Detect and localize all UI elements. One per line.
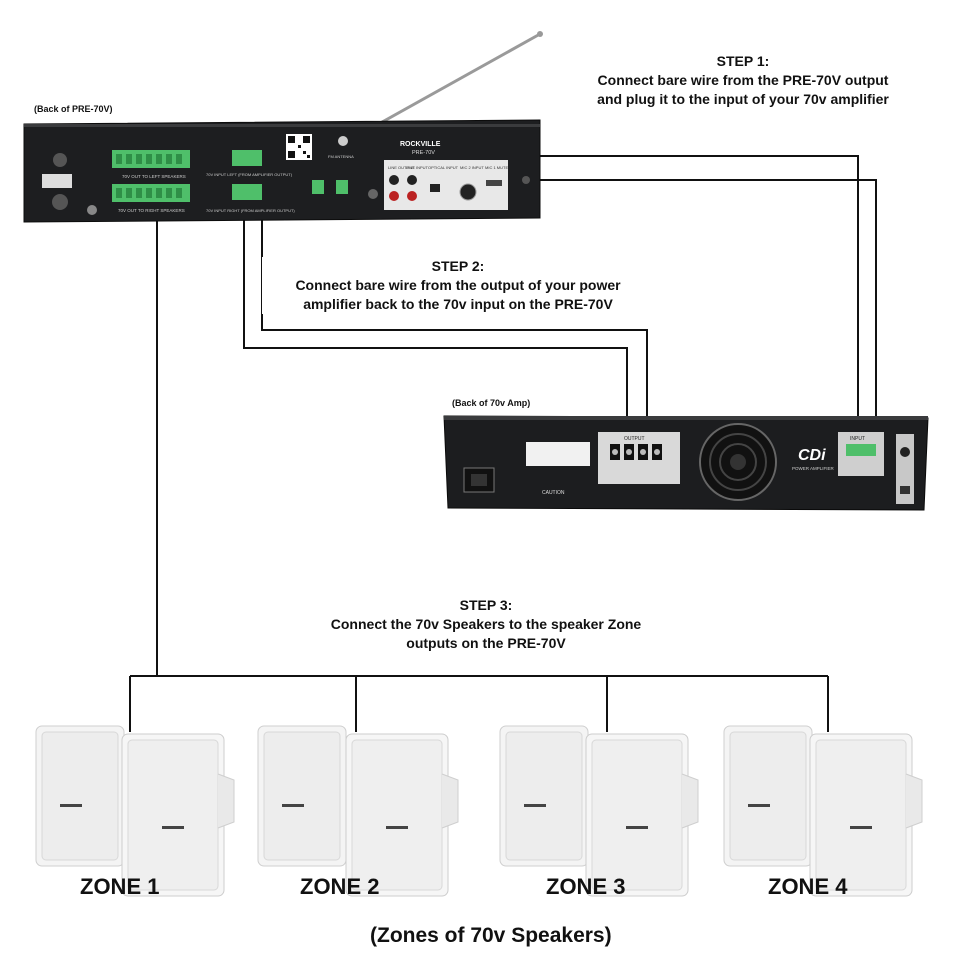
label-amp-output: OUTPUT <box>624 436 645 442</box>
step1-line2: and plug it to the input of your 70v amp… <box>597 91 889 107</box>
amp-label-plate <box>526 442 590 466</box>
label-fm-antenna: FM ANTENNA <box>328 154 354 159</box>
label-right-speakers: 70V OUT TO RIGHT SPEAKERS <box>118 208 185 213</box>
amp-input-terminal <box>846 444 876 456</box>
pre70v-brand: ROCKVILLE <box>400 141 441 148</box>
label-left-speakers: 70V OUT TO LEFT SPEAKERS <box>122 174 186 179</box>
caption-pre70v: (Back of PRE-70V) <box>34 104 113 114</box>
label-input-right: 70V INPUT RIGHT (FROM AMPLIFIER OUTPUT) <box>206 208 295 213</box>
footer-caption: (Zones of 70v Speakers) <box>370 924 612 947</box>
label-amp-input: INPUT <box>850 436 865 442</box>
label-line-input: LINE INPUT <box>406 165 429 170</box>
zone1-speaker-front <box>121 733 235 897</box>
step3-text: STEP 3: Connect the 70v Speakers to the … <box>296 596 676 653</box>
power-inlet <box>463 467 495 493</box>
caption-amp: (Back of 70v Amp) <box>452 398 531 408</box>
pre70v-device: 70V OUT TO LEFT SPEAKERS 70V OUT TO RIGH… <box>23 31 543 223</box>
amp-subtitle: POWER AMPLIFIER <box>792 466 835 471</box>
step3-title: STEP 3: <box>459 597 513 613</box>
step2-line2: amplifier back to the 70v input on the P… <box>303 296 613 312</box>
step1-line1: Connect bare wire from the PRE-70V outpu… <box>597 72 889 88</box>
step2-line1: Connect bare wire from the output of you… <box>295 277 621 293</box>
step2-text: STEP 2: Connect bare wire from the outpu… <box>262 257 654 314</box>
label-amp-caution: CAUTION <box>542 490 565 496</box>
zone3-label: ZONE 3 <box>546 874 626 899</box>
step3-line2: outputs on the PRE-70V <box>406 635 566 651</box>
fm-antenna-tip <box>537 31 543 37</box>
step1-text: STEP 1: Connect bare wire from the PRE-7… <box>560 52 926 109</box>
zone4-speaker-back <box>723 725 813 867</box>
amp-device: OUTPUT CAUTION CDi POWER AMPLIFIER INPUT <box>443 415 929 511</box>
label-mic2-input: MIC 2 INPUT <box>460 165 484 170</box>
zone2-speaker-front <box>345 733 459 897</box>
zone1-label: ZONE 1 <box>80 874 160 899</box>
amp-brand: CDi <box>798 447 826 464</box>
zone2-label: ZONE 2 <box>300 874 380 899</box>
zone1-speaker-back <box>35 725 125 867</box>
pre70v-model: PRE-70V <box>412 150 435 156</box>
zone2-speaker-back <box>257 725 347 867</box>
zone3-speaker-front <box>585 733 699 897</box>
label-optical-input: OPTICAL INPUT <box>428 165 459 170</box>
speakers-layer <box>35 725 923 897</box>
zone4-label: ZONE 4 <box>768 874 848 899</box>
label-input-left: 70V INPUT LEFT (FROM AMPLIFIER OUTPUT) <box>206 172 293 177</box>
terminal-input-right <box>232 184 262 200</box>
step3-line1: Connect the 70v Speakers to the speaker … <box>330 616 642 632</box>
label-mic1-mute: MIC 1 MUTE <box>485 165 508 170</box>
zone3-speaker-back <box>499 725 589 867</box>
wire-step2-b <box>243 205 628 440</box>
step1-title: STEP 1: <box>716 53 770 69</box>
terminal-input-left <box>232 150 262 166</box>
step2-title: STEP 2: <box>431 258 485 274</box>
label-line-output: LINE OUTPUT <box>388 165 415 170</box>
zone4-speaker-front <box>809 733 923 897</box>
